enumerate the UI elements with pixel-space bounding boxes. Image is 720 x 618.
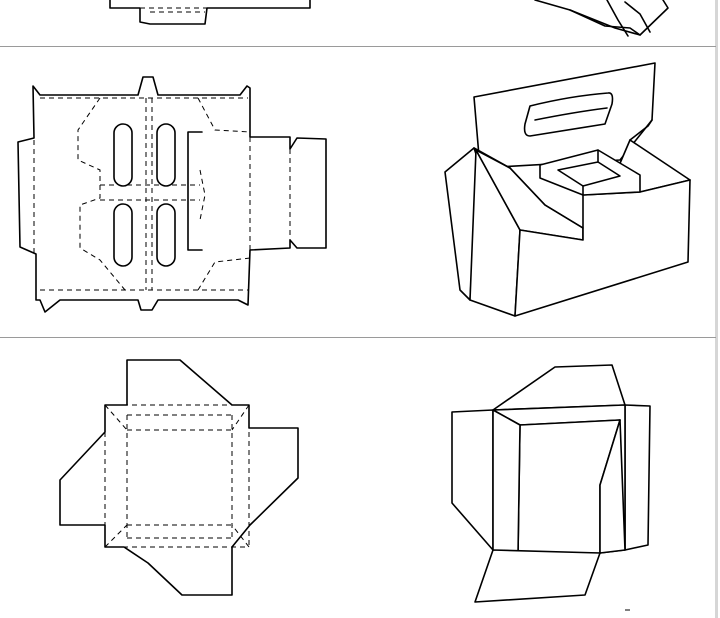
carrier-handle-slot <box>156 203 176 267</box>
tray-assembled <box>451 364 651 603</box>
row-1-panel <box>109 0 669 37</box>
carrier-die-outline <box>17 76 327 313</box>
row-2-panel <box>17 62 691 317</box>
box-template-partial <box>109 0 311 25</box>
box-assembled-partial <box>534 0 669 37</box>
tray-template <box>59 359 299 596</box>
tray-die-outline <box>59 359 299 596</box>
bottle-carrier-assembled <box>444 62 691 317</box>
row-3-panel <box>59 359 651 603</box>
carrier-handle-slot <box>113 123 133 187</box>
carrier-handle-slot <box>113 203 133 267</box>
bottle-carrier-template <box>17 76 327 313</box>
carrier-handle-slot <box>156 123 176 187</box>
